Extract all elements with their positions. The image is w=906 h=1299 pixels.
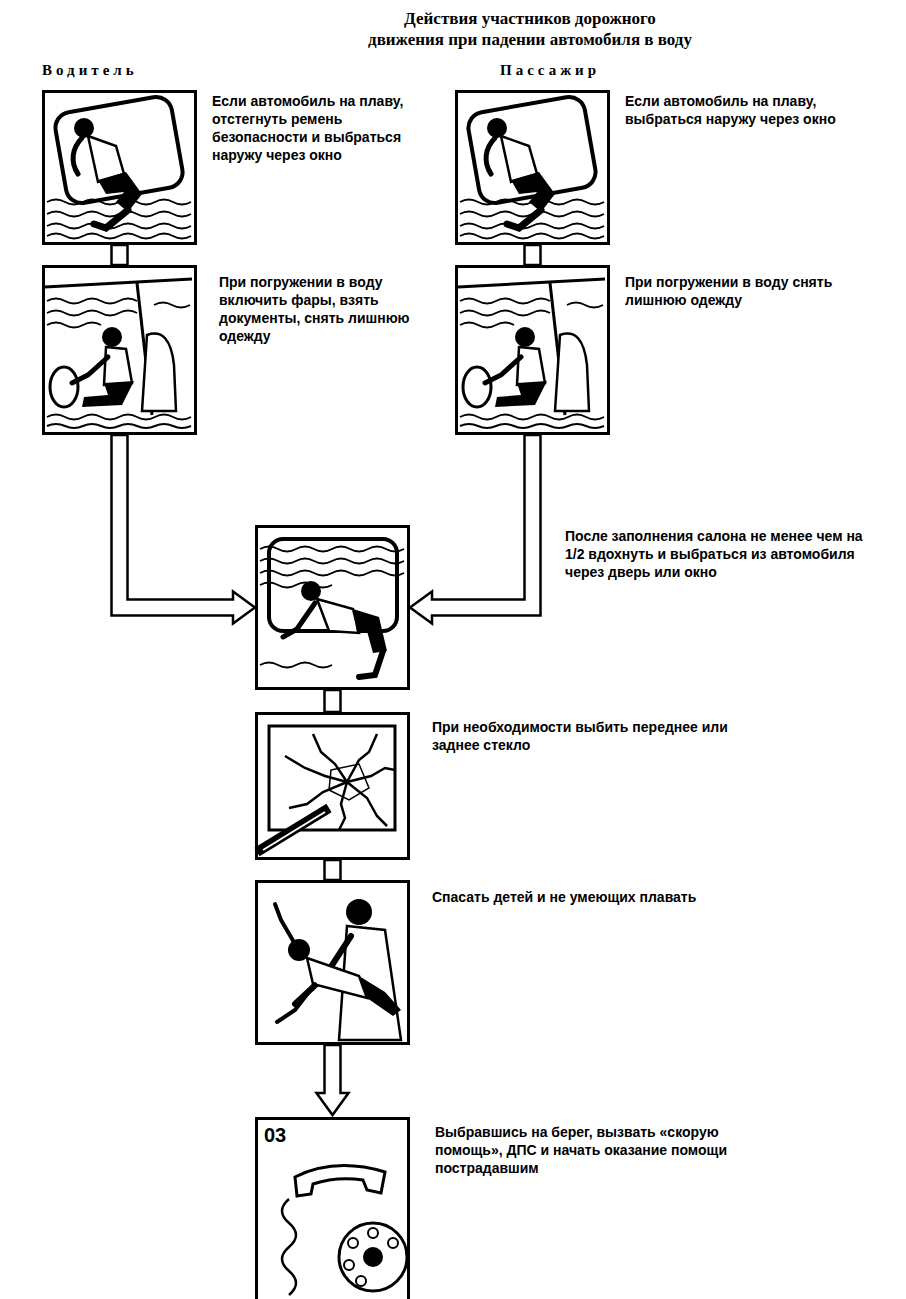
step-text: Если автомобиль на плаву, выбраться нару… — [625, 92, 865, 128]
step-text: Спасать детей и не умеющих плавать — [432, 888, 732, 906]
telephone-picture — [356, 1276, 366, 1286]
picture-box: Если автомобиль на плаву, отстегнуть рем… — [42, 90, 197, 245]
step-text: При погружении в воду снять лишнюю одежд… — [625, 273, 865, 309]
broken-glass-picture — [257, 808, 329, 852]
telephone-picture — [388, 1238, 398, 1248]
telephone-picture — [295, 1166, 385, 1196]
swim-out-picture — [353, 609, 387, 653]
picture-box: Спасать детей и не умеющих плавать — [255, 880, 410, 1045]
rescue-child-picture — [346, 899, 372, 925]
broken-glass-picture — [263, 812, 325, 850]
hollow-arrow — [112, 435, 256, 624]
diagram-title: Действия участников дорожного движения п… — [365, 8, 695, 50]
phone-number: 03 — [264, 1123, 286, 1147]
swim-out-picture — [260, 571, 404, 576]
swim-out-picture — [260, 583, 332, 588]
rescue-child-picture — [307, 958, 367, 998]
step-text: Если автомобиль на плаву, отстегнуть рем… — [212, 92, 417, 164]
swim-out-picture — [260, 559, 404, 564]
broken-glass-picture — [347, 768, 395, 782]
picture-box: При погружении в воду включить фары, взя… — [42, 265, 197, 435]
step-text: При погружении в воду включить фары, взя… — [219, 273, 419, 345]
swim-out-picture — [260, 547, 404, 552]
picture-box: После заполнения салона не менее чем на … — [255, 525, 410, 690]
escape-through-window-picture — [460, 94, 604, 238]
rescue-child-picture — [275, 904, 295, 944]
connector-bar — [325, 860, 341, 880]
rescue-child-picture — [277, 984, 315, 1022]
telephone-picture — [368, 1228, 378, 1238]
column-heading: Водитель — [42, 62, 138, 79]
hollow-arrow — [317, 1045, 349, 1115]
hollow-arrow — [410, 435, 541, 624]
step-text: Выбравшись на берег, вызвать «скорую пом… — [435, 1123, 735, 1177]
step-text: При необходимости выбить переднее или за… — [432, 718, 732, 754]
rescue-child-picture — [359, 976, 401, 1016]
rescue-child-picture — [275, 899, 401, 1040]
telephone-picture — [282, 1199, 296, 1295]
connector-bar — [525, 245, 541, 265]
column-heading: Пассажир — [500, 62, 600, 79]
picture-box: Если автомобиль на плаву, выбраться нару… — [455, 90, 610, 245]
connector-bar — [325, 690, 341, 712]
swim-out-picture — [317, 599, 359, 633]
swim-out-picture — [260, 663, 332, 668]
picture-box: 03Выбравшись на берег, вызвать «скорую п… — [255, 1117, 410, 1299]
inside-sinking-car-picture — [458, 279, 605, 428]
swim-out-picture — [283, 603, 315, 637]
picture-box: При необходимости выбить переднее или за… — [255, 712, 410, 860]
connector-bar — [112, 245, 128, 265]
swim-out-picture — [359, 651, 383, 677]
broken-glass-picture — [329, 764, 369, 800]
telephone-picture — [348, 1238, 358, 1248]
step-text: После заполнения салона не менее чем на … — [565, 527, 865, 581]
telephone-picture — [339, 1223, 407, 1291]
broken-glass-picture — [269, 726, 395, 830]
escape-through-window-picture — [47, 94, 191, 238]
telephone-picture — [282, 1166, 407, 1295]
broken-glass-picture — [257, 726, 395, 852]
picture-box: При погружении в воду снять лишнюю одежд… — [455, 265, 610, 435]
broken-glass-picture — [339, 782, 347, 830]
telephone-picture — [363, 1247, 383, 1267]
swim-out-picture — [260, 539, 404, 677]
inside-sinking-car-picture — [45, 279, 192, 428]
telephone-picture — [344, 1260, 354, 1270]
